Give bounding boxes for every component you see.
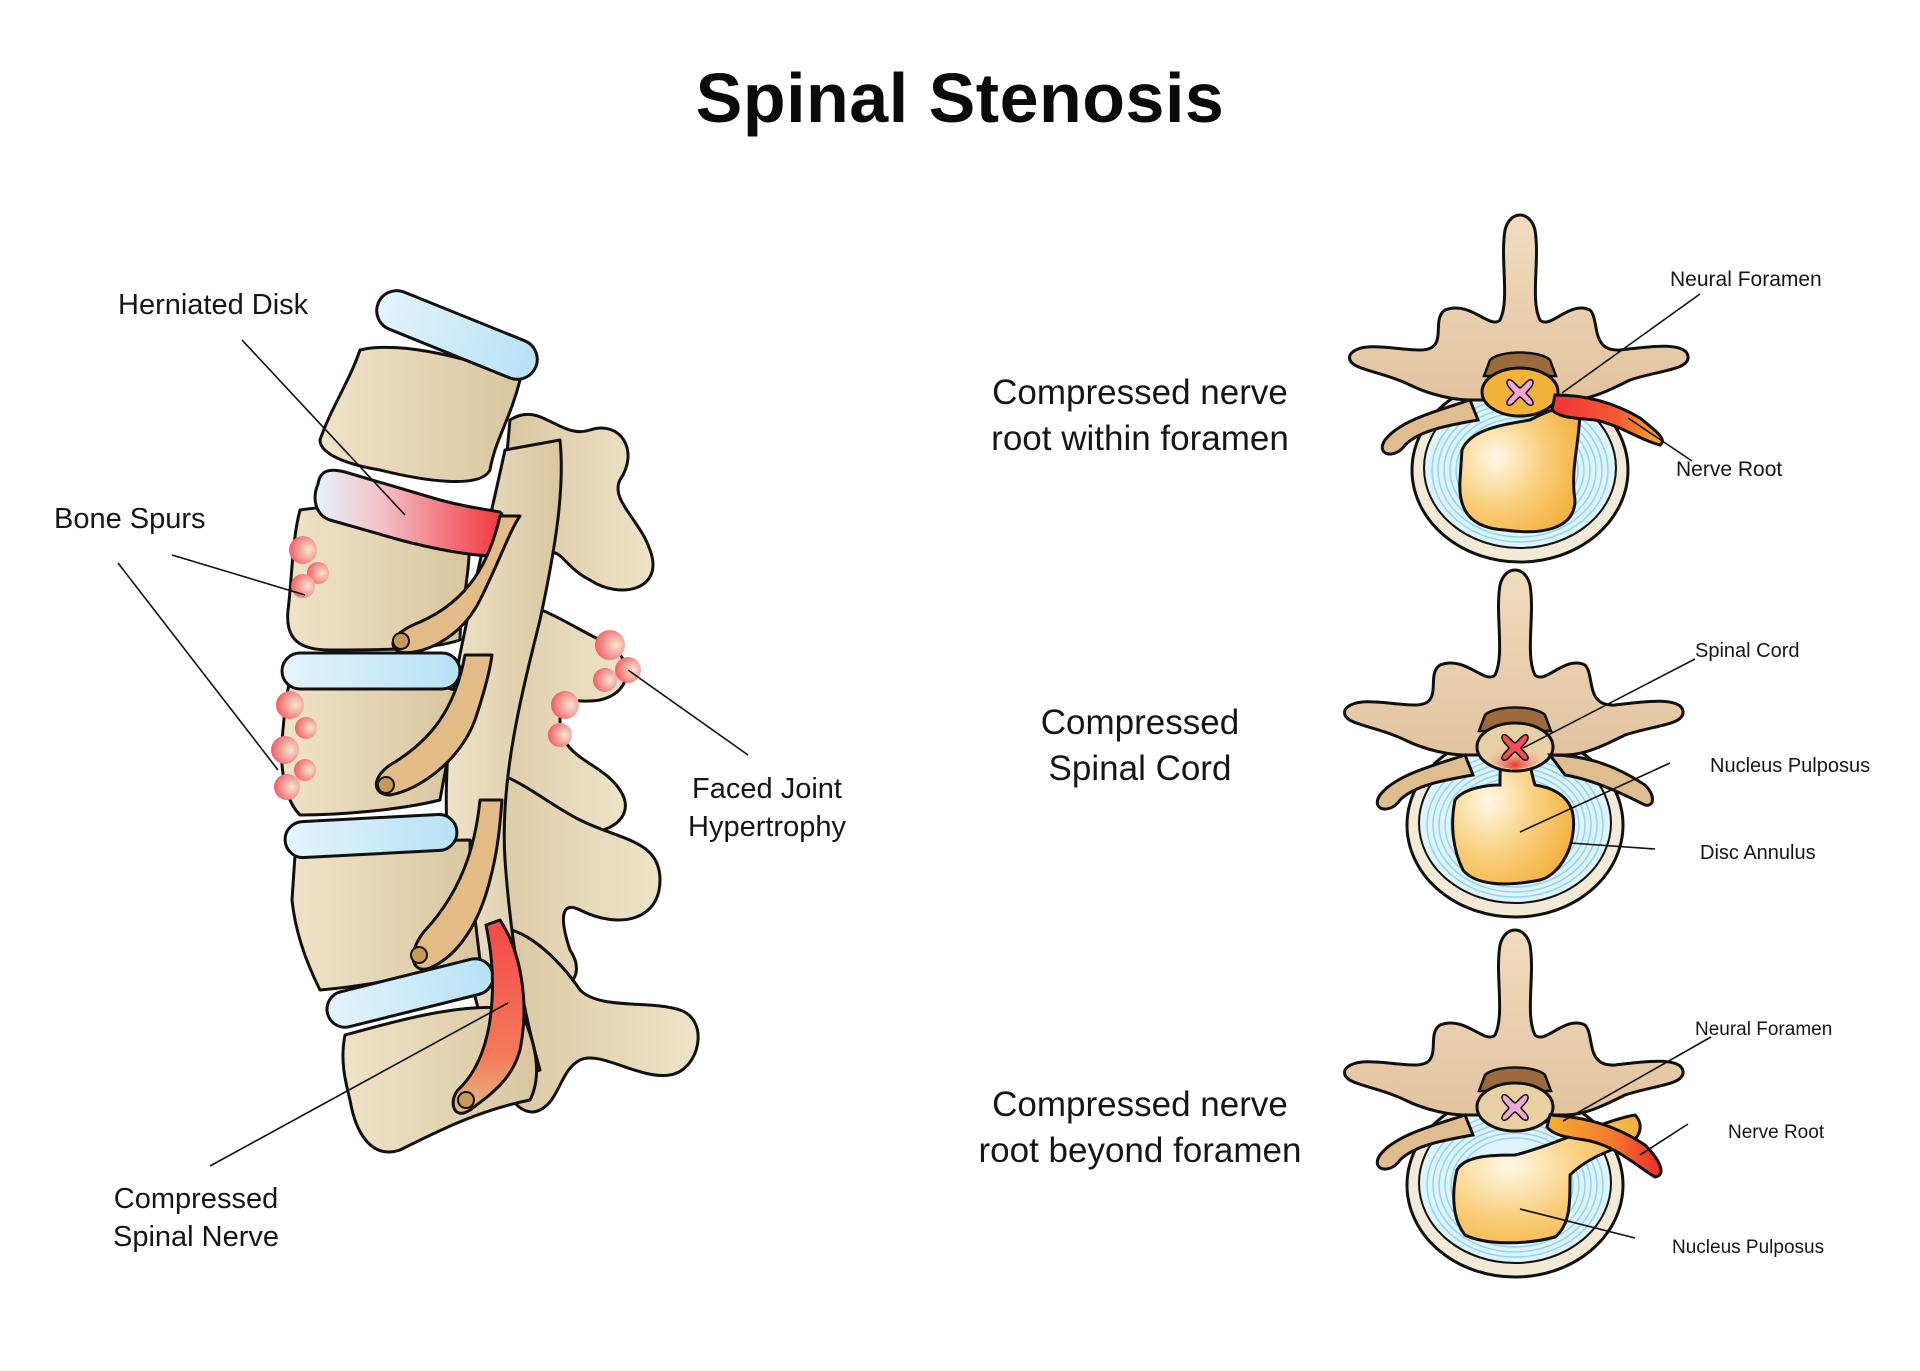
xs1-label-neural-foramen: Neural Foramen (1670, 268, 1822, 291)
cross-sections (1343, 213, 1690, 1279)
label-compressed-spinal-nerve: Compressed Spinal Nerve (96, 1180, 296, 1256)
cross-section-1 (1348, 213, 1690, 564)
leader-xs3-nerve-root (1639, 1123, 1689, 1156)
cord-compression-glow (1489, 741, 1541, 769)
left-wing (1381, 398, 1481, 456)
leader-bone-spurs-2 (117, 562, 279, 771)
caption-2-line-2: Spinal Cord (1048, 749, 1232, 788)
cross-section-3 (1343, 928, 1685, 1279)
label-herniated-disk: Herniated Disk (118, 289, 309, 321)
left-wing (1376, 753, 1476, 811)
label-facet-line-2: Hypertrophy (688, 811, 846, 843)
spinal-cord-gray-matter (1501, 733, 1529, 762)
label-facet-line-1: Faced Joint (692, 773, 842, 805)
compressed-nerve-root (1545, 1113, 1663, 1179)
nucleus-pulposus (1451, 743, 1576, 886)
posterior-process-4 (488, 927, 700, 1114)
leader-xs2-spinal-cord (1522, 658, 1696, 749)
label-compressed-line-1: Compressed (113, 1183, 279, 1215)
bone-spurs-facet (548, 630, 641, 747)
leader-facet-joint (627, 669, 749, 756)
xs3-label-neural-foramen: Neural Foramen (1695, 1019, 1833, 1040)
leader-xs3-nucleus-pulposus (1519, 1208, 1636, 1239)
leader-herniated-disk (241, 339, 406, 516)
xs3-label-nerve-root: Nerve Root (1728, 1122, 1825, 1143)
leader-compressed-nerve (209, 1002, 509, 1167)
lateral-leader-lines (117, 339, 749, 1167)
leader-xs1-neural-foramen (1561, 293, 1701, 394)
caption-cross-section-2: Compressed Spinal Cord (990, 700, 1290, 792)
label-bone-spurs: Bone Spurs (54, 503, 206, 535)
caption-cross-section-1: Compressed nerve root within foramen (970, 370, 1310, 462)
nerve-root-2-end (377, 776, 395, 794)
xs1-label-nerve-root: Nerve Root (1676, 458, 1783, 481)
nucleus-pulposus (1452, 1113, 1642, 1245)
compressed-nerve-root (451, 918, 526, 1115)
nucleus-pulposus (1458, 406, 1582, 534)
lateral-spine-illustration (271, 289, 700, 1154)
xs2-label-nucleus-pulposus: Nucleus Pulposus (1710, 755, 1871, 777)
disc-1 (375, 289, 539, 381)
spinal-cord-gray-matter (1506, 378, 1534, 407)
disc-3 (280, 651, 462, 691)
leader-xs1-nerve-root (1627, 417, 1693, 462)
vertebral-arch (1348, 213, 1690, 402)
spinal-cord-gray-matter (1501, 1093, 1529, 1122)
diagram-title: Spinal Stenosis (695, 59, 1225, 137)
nerve-root-3-end (410, 946, 428, 964)
bone-spurs-anterior (271, 536, 329, 800)
caption-1-line-2: root within foramen (991, 419, 1289, 458)
xs3-label-nucleus-pulposus: Nucleus Pulposus (1672, 1237, 1825, 1258)
label-compressed-line-2: Spinal Nerve (112, 1221, 280, 1253)
leader-xs2-nucleus-pulposus (1519, 762, 1671, 833)
nerve-root-1-end (392, 632, 410, 650)
caption-1-line-1: Compressed nerve (992, 373, 1288, 412)
label-facet-joint-hypertrophy: Faced Joint Hypertrophy (672, 770, 862, 846)
compressed-nerve-root (1550, 393, 1664, 447)
leader-xs2-disc-annulus (1569, 842, 1656, 850)
caption-3-line-1: Compressed nerve (992, 1085, 1288, 1124)
caption-3-line-2: root beyond foramen (978, 1131, 1302, 1170)
cross-section-2 (1343, 568, 1685, 919)
leader-xs3-neural-foramen (1562, 1036, 1712, 1122)
right-wing (1546, 753, 1654, 807)
nerve-root-4-end (457, 1091, 475, 1109)
cross-section-leader-lines (1519, 293, 1712, 1239)
caption-cross-section-3: Compressed nerve root beyond foramen (960, 1082, 1320, 1174)
left-wing (1376, 1113, 1476, 1171)
nerve-root-3 (411, 798, 504, 971)
caption-2-line-1: Compressed (1040, 703, 1240, 742)
nerve-root-2 (374, 653, 494, 797)
xs2-label-spinal-cord: Spinal Cord (1695, 640, 1800, 662)
disc-4 (283, 812, 459, 860)
vertebral-arch (1343, 928, 1685, 1117)
leader-bone-spurs-1 (171, 554, 306, 596)
xs2-label-disc-annulus: Disc Annulus (1700, 842, 1816, 864)
